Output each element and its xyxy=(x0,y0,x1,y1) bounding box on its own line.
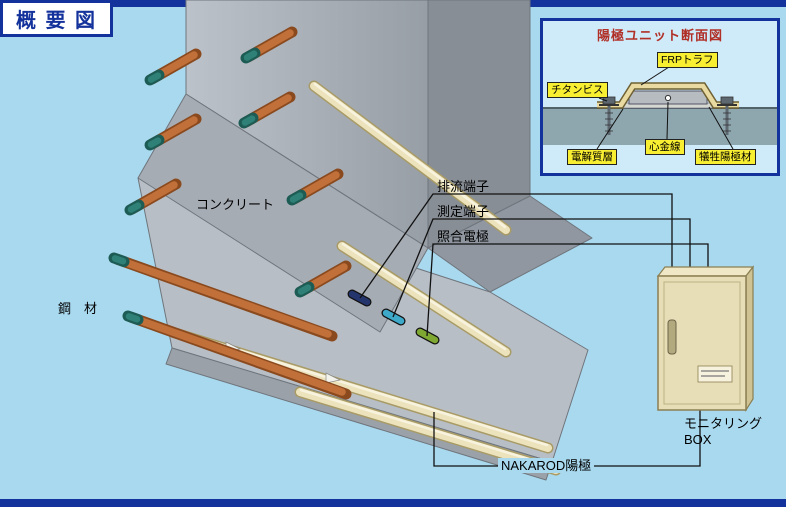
titanium-screw-right xyxy=(717,96,737,135)
drain-terminal-wire xyxy=(359,193,673,299)
inset-leader-lines xyxy=(596,66,734,150)
anode-unit-inset-panel: 陽極ユニット断面図 xyxy=(540,18,780,176)
inset-title: 陽極ユニット断面図 xyxy=(596,28,723,43)
box-nameplate xyxy=(697,365,733,383)
measurement-terminal-wire xyxy=(392,218,691,318)
anode-troughs xyxy=(166,80,562,476)
page-title: 概 要 図 xyxy=(15,10,98,32)
callout-electrolyte-layer: 電解質層 xyxy=(567,149,617,165)
monitoring-box xyxy=(656,265,755,413)
monitoring-box-side xyxy=(745,265,754,413)
monitoring-box-label-line2: BOX xyxy=(684,432,712,447)
monitoring-box-label-line1: モニタリング xyxy=(684,416,763,431)
nakarod-anode-label: NAKAROD陽極 xyxy=(498,458,595,473)
callout-core-wire: 心金線 xyxy=(645,139,685,155)
drain-terminal-device xyxy=(348,290,371,306)
callout-titanium-screw: チタンビス xyxy=(547,82,608,98)
anode-trough-2 xyxy=(336,240,512,358)
steel-label: 鋼 材 xyxy=(58,301,98,316)
wiring xyxy=(359,193,709,467)
reference-electrode-wire xyxy=(426,243,709,337)
haunch-face xyxy=(137,93,429,333)
reference-electrode-label: 照合電極 xyxy=(437,229,490,244)
inset-concrete xyxy=(543,108,777,145)
callout-frp-trough: FRPトラフ xyxy=(657,52,718,68)
anode-trough-4 xyxy=(294,386,562,476)
monitoring-box-top xyxy=(656,266,755,277)
core-wire-shape xyxy=(664,94,672,102)
anode-trough-1 xyxy=(308,80,512,236)
bottom-border-bar xyxy=(0,499,786,507)
monitoring-box-handle xyxy=(667,319,677,355)
title-box: 概 要 図 xyxy=(0,0,113,37)
measurement-terminal-label: 測定端子 xyxy=(437,204,490,219)
anode-unit-cross-section-drawing xyxy=(543,66,777,150)
callout-sacrificial-anode: 犠牲陽極材 xyxy=(695,149,756,165)
drain-terminal-label: 排流端子 xyxy=(437,179,490,194)
concrete-label: コンクリート xyxy=(196,197,275,212)
mounting-clip xyxy=(325,372,342,384)
